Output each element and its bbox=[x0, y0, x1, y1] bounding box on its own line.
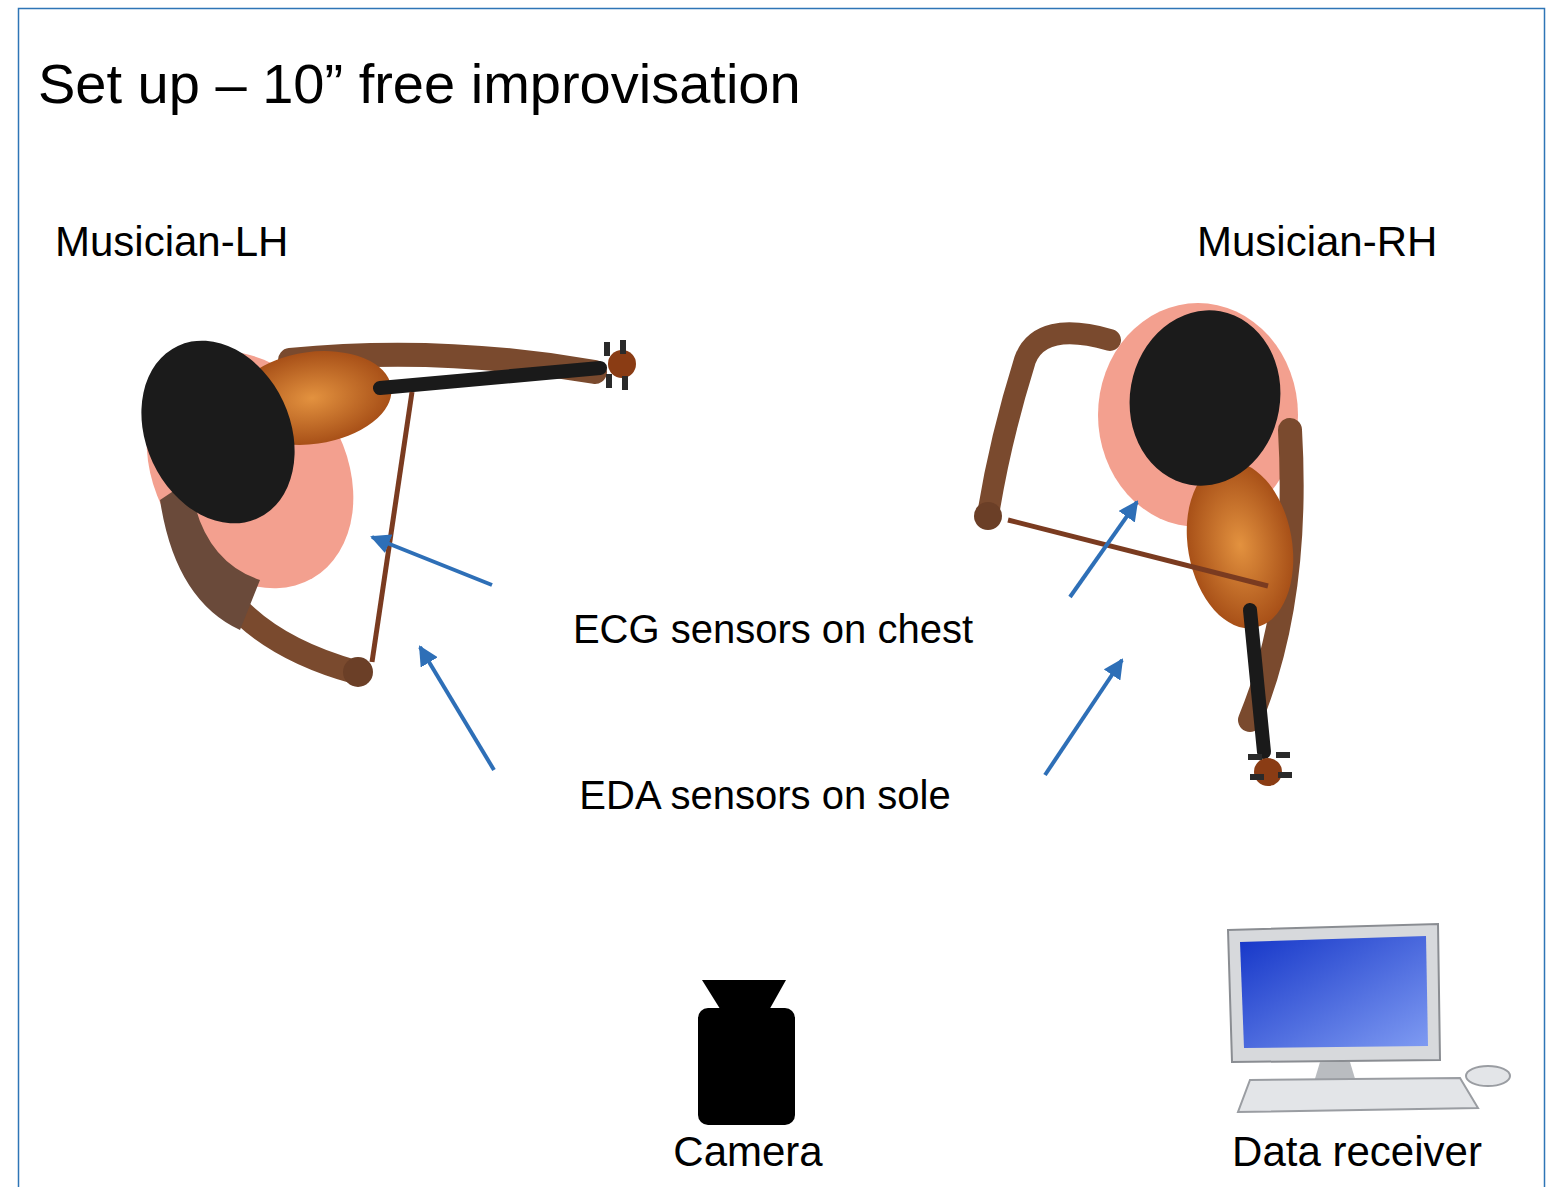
sensor-callout: EDA sensors on sole bbox=[579, 772, 950, 818]
device-label: Data receiver bbox=[1232, 1128, 1482, 1176]
musician-label: Musician-LH bbox=[55, 218, 288, 266]
frame bbox=[19, 9, 1545, 1187]
musician-label: Musician-RH bbox=[1197, 218, 1437, 266]
violinist-right bbox=[974, 298, 1306, 786]
slide-title: Set up – 10” free improvisation bbox=[38, 52, 801, 116]
computer-icon bbox=[1228, 924, 1510, 1112]
device-label: Camera bbox=[673, 1128, 822, 1176]
leader-arrows bbox=[372, 502, 1137, 775]
sensor-callout: ECG sensors on chest bbox=[573, 606, 973, 652]
violinist-left bbox=[105, 314, 636, 687]
camera-icon bbox=[698, 980, 795, 1125]
